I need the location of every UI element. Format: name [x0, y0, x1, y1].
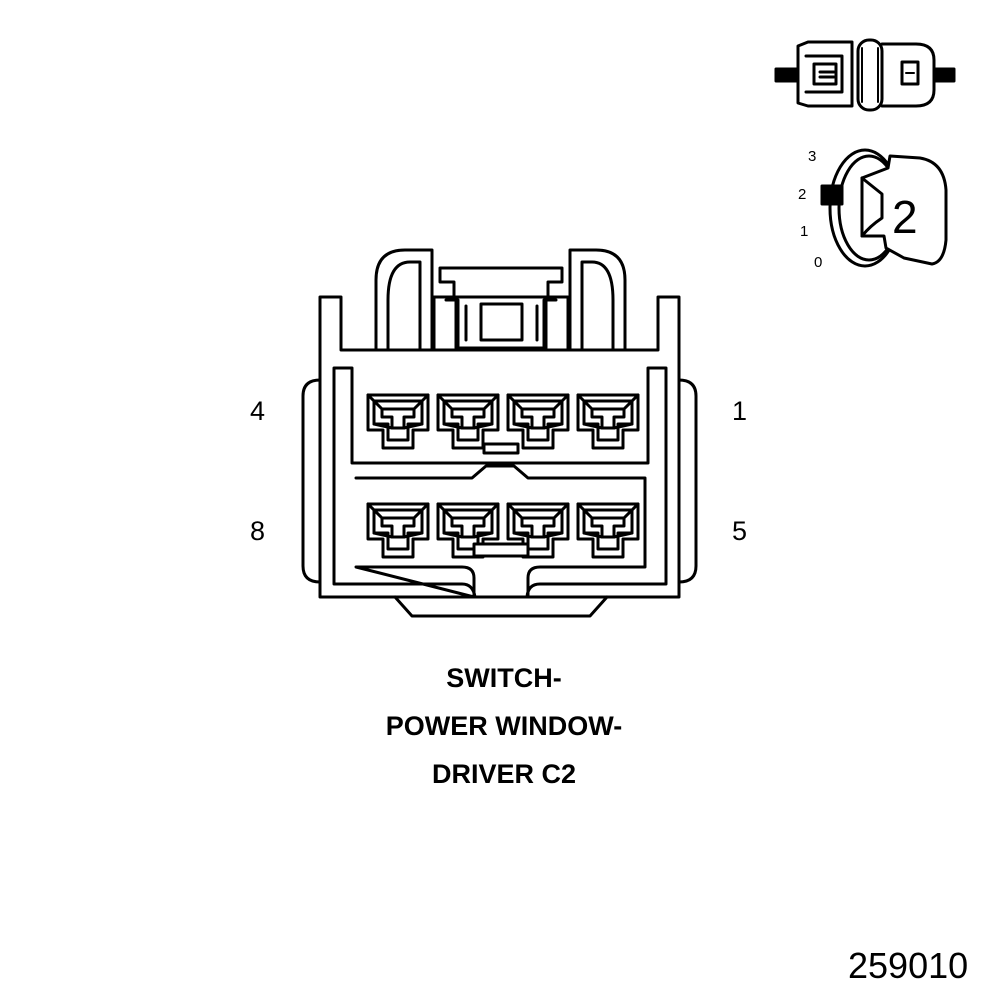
connector-title-line-3: DRIVER C2 [431, 759, 577, 789]
pin-label-top-right: 1 [732, 396, 748, 426]
pin-label-bottom-right: 5 [732, 516, 748, 546]
connector-title-line-1: SWITCH- [446, 663, 562, 693]
key-number: 2 [892, 191, 918, 243]
terminal-cavity [366, 393, 430, 450]
connector-side-view-icon [774, 38, 956, 112]
pin-label-top-left: 4 [250, 396, 266, 426]
terminal-cavity [366, 502, 430, 559]
key-scale-1: 1 [800, 223, 809, 240]
terminal-cavity [576, 502, 640, 559]
terminal-cavity [436, 393, 500, 450]
terminal-cavity [506, 393, 570, 450]
connector-latch [374, 248, 627, 352]
figure-code: 259010 [848, 945, 969, 986]
terminal-cavity [576, 393, 640, 450]
connector-title-line-2: POWER WINDOW- [385, 711, 623, 741]
key-lock-icon [820, 148, 948, 268]
key-scale-0: 0 [814, 254, 823, 271]
key-scale-3: 3 [808, 148, 817, 165]
pin-label-bottom-left: 8 [250, 516, 266, 546]
row-separator [482, 442, 520, 455]
lower-key-slot [472, 542, 530, 558]
connector-housing [301, 295, 698, 618]
key-scale-2: 2 [798, 186, 807, 203]
